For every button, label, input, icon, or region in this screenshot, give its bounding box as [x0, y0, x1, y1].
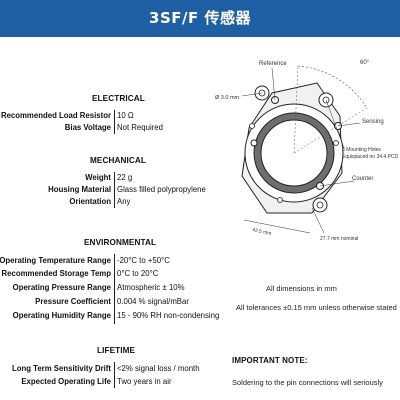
label-sensing: Sensing [362, 119, 384, 125]
important-note-title: IMPORTANT NOTE: [232, 356, 308, 365]
spec-row: Housing Material Glass filled polypropyl… [0, 184, 400, 196]
divider [114, 172, 115, 208]
mounting-hole [316, 201, 324, 209]
spec-value: Two years in air [117, 377, 172, 386]
label-width: 42.5 mm [252, 227, 272, 237]
spec-row: Expected Operating Life Two years in air [0, 376, 400, 388]
spec-row: Recommended Load Resistor 10 Ω [0, 110, 400, 122]
spec-value: Glass filled polypropylene [117, 185, 206, 194]
spec-label: Recommended Storage Temp [1, 269, 111, 278]
page-title: 3SF/F 传感器 [149, 9, 251, 27]
divider [114, 362, 115, 388]
note-tolerances: All tolerances ±0.15 mm unless otherwise… [236, 303, 397, 312]
label-counter: Counter [352, 176, 373, 182]
spec-value: 0.004 % signal/mBar [117, 297, 189, 306]
spec-row: Weight 22 g [0, 172, 400, 184]
spec-value: 0°C to 20°C [117, 269, 159, 278]
label-mounting-pcd: Equispaced on 34.4 PCD [342, 154, 399, 160]
label-height-nominal: 27.7 mm nominal [320, 236, 358, 242]
spec-value: <2% signal loss / month [117, 364, 200, 373]
section-title-mechanical: MECHANICAL [90, 156, 147, 165]
pin [250, 139, 258, 147]
label-hole-diameter: Ø 3.0 mm [215, 95, 240, 101]
angle-line [293, 65, 299, 154]
leader-line [311, 207, 325, 234]
spec-row: Bias Voltage Not Required [0, 122, 400, 134]
spec-label: Bias Voltage [64, 123, 111, 132]
leader-line [241, 92, 263, 97]
spec-label: Operating Pressure Range [12, 283, 111, 292]
spec-label: Pressure Coefficient [35, 297, 111, 306]
spec-value: Not Required [117, 123, 163, 132]
spec-value: Any [117, 197, 131, 206]
spec-label: Orientation [69, 197, 111, 206]
section-title-environmental: ENVIRONMENTAL [84, 238, 157, 247]
spec-row: Operating Humidity Range 15 - 90% RH non… [0, 310, 400, 322]
spec-row: Recommended Storage Temp 0°C to 20°C [0, 268, 400, 280]
important-note-text: Soldering to the pin connections will se… [232, 378, 383, 387]
spec-label: Expected Operating Life [21, 377, 111, 386]
leader-line [271, 67, 276, 101]
rivet-mark [249, 123, 255, 129]
leader-line [325, 99, 345, 149]
spec-label: Recommended Load Resistor [0, 111, 111, 120]
title-banner [0, 0, 400, 37]
spec-row: Long Term Sensitivity Drift <2% signal l… [0, 363, 400, 375]
spec-value: 10 Ω [117, 111, 134, 120]
spec-row: Pressure Coefficient 0.004 % signal/mBar [0, 296, 400, 308]
rivet-mark [333, 140, 339, 146]
label-mounting-holes: 3 Mounting Holes [342, 147, 381, 153]
rivet-mark [277, 197, 283, 203]
note-dimensions: All dimensions in mm [266, 284, 337, 293]
spec-value: 22 g [117, 173, 133, 182]
divider [114, 254, 115, 324]
spec-value: -20°C to +50°C [117, 256, 170, 265]
section-title-electrical: ELECTRICAL [92, 94, 145, 103]
spec-row: Orientation Any [0, 196, 400, 208]
spec-label: Long Term Sensitivity Drift [11, 364, 111, 373]
divider [114, 110, 115, 134]
dimension-line [243, 219, 311, 234]
label-reference: Reference [259, 61, 287, 67]
angle-arc [297, 65, 368, 109]
leader-line [319, 180, 355, 187]
spec-value: 15 - 90% RH non-condensing [117, 311, 220, 320]
spec-row: Operating Temperature Range -20°C to +50… [0, 255, 400, 267]
spec-label: Operating Temperature Range [0, 256, 111, 265]
spec-label: Weight [85, 173, 111, 182]
section-title-lifetime: LIFETIME [97, 346, 136, 355]
leader-line [337, 122, 361, 127]
spec-row: Operating Pressure Range Atmospheric ± 1… [0, 282, 400, 294]
label-angle: 60° [360, 60, 370, 66]
spec-value: Atmospheric ± 10% [117, 283, 185, 292]
spec-label: Housing Material [48, 185, 111, 194]
spec-label: Operating Humidity Range [12, 311, 111, 320]
sensor-technical-drawing: Reference 60° Ø 3.0 mm Sensing 3 Mountin… [215, 60, 399, 242]
